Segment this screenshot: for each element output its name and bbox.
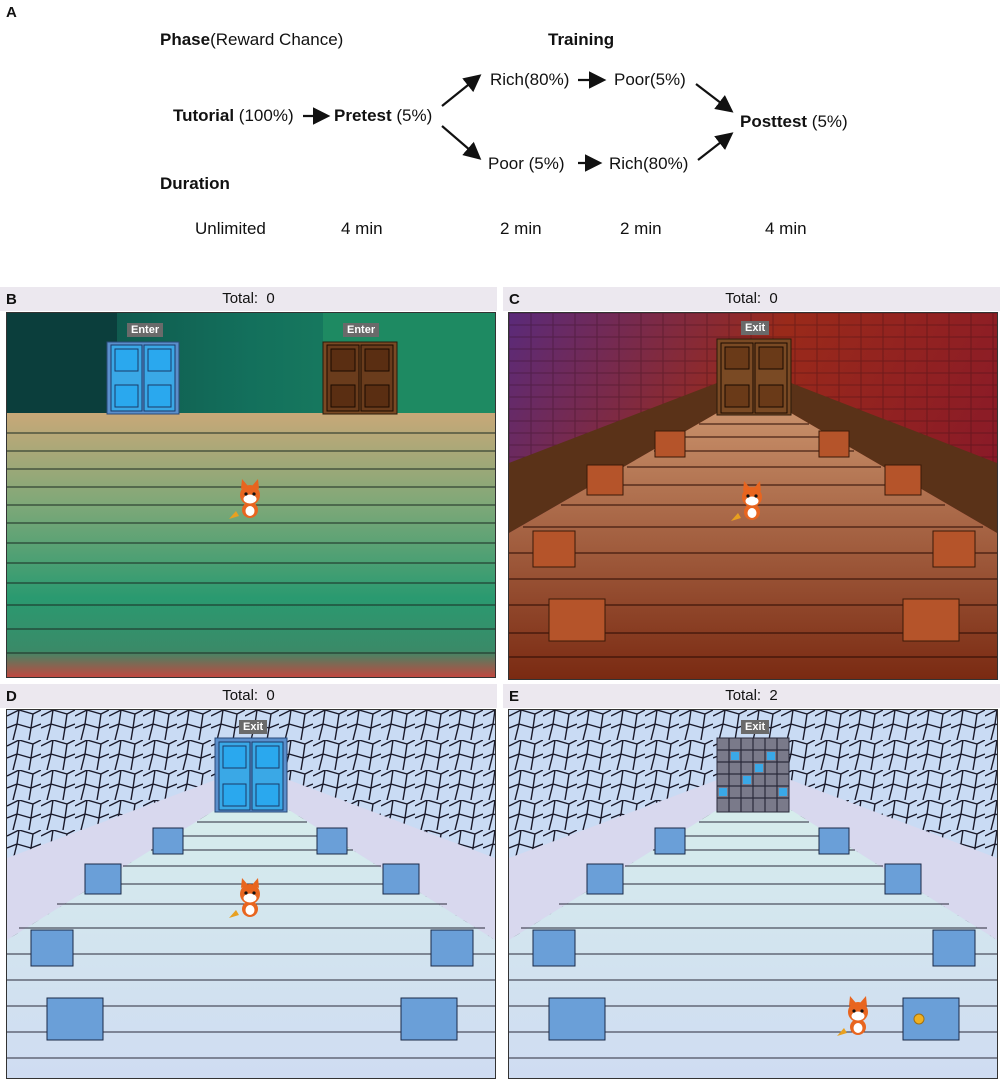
- duration-training-second: 2 min: [620, 219, 662, 238]
- chest[interactable]: [818, 430, 850, 458]
- hall-floor: [7, 413, 495, 677]
- game-screen-d[interactable]: Exit: [6, 709, 496, 1079]
- enter-sign-left: Enter: [127, 323, 164, 337]
- tutorial-name: Tutorial: [173, 106, 235, 125]
- total-label-c: Total:: [725, 290, 762, 307]
- duration-tutorial: Unlimited: [195, 219, 266, 238]
- chest[interactable]: [902, 598, 960, 642]
- score-bar-b: Total: 0: [0, 287, 497, 311]
- posttest-chance: (5%): [807, 112, 848, 131]
- fox-player[interactable]: [731, 481, 762, 521]
- chest[interactable]: [152, 827, 184, 855]
- chest[interactable]: [586, 863, 624, 895]
- game-screen-b[interactable]: Enter Enter: [6, 312, 496, 678]
- panel-letter-d: D: [6, 688, 17, 705]
- brown-exit-door: [716, 338, 792, 416]
- chest[interactable]: [84, 863, 122, 895]
- tutorial-node: Tutorial (100%): [173, 106, 294, 126]
- exit-sign-c: Exit: [741, 321, 770, 335]
- phase-heading-bold: Phase: [160, 30, 211, 49]
- total-value-c: 0: [769, 290, 778, 307]
- total-label-b: Total:: [222, 290, 259, 307]
- open-chest[interactable]: [902, 997, 960, 1041]
- upper-first-node: Rich(80%): [490, 70, 570, 89]
- score-bar-c: Total: 0: [503, 287, 1000, 311]
- chest[interactable]: [316, 827, 348, 855]
- chest[interactable]: [884, 863, 922, 895]
- fox-player[interactable]: [229, 479, 260, 519]
- side-walls: [509, 383, 997, 533]
- duration-training-first: 2 min: [500, 219, 542, 238]
- pretest-name: Pretest: [334, 106, 392, 125]
- total-value-e: 2: [769, 687, 778, 704]
- score-bar-e: Total: 2: [503, 684, 1000, 708]
- duration-pretest: 4 min: [341, 219, 383, 238]
- score-bar-d: Total: 0: [0, 684, 497, 708]
- tutorial-chance: (100%): [234, 106, 294, 125]
- arrow-pretest-lower: [441, 125, 482, 160]
- blue-door: [106, 341, 180, 415]
- grid-exit-door: [716, 737, 790, 813]
- total-label-d: Total:: [222, 687, 259, 704]
- side-walls: [7, 780, 495, 940]
- chest[interactable]: [654, 430, 686, 458]
- phase-heading-rest: (Reward Chance): [210, 30, 344, 49]
- chest[interactable]: [46, 997, 104, 1041]
- chest[interactable]: [400, 997, 458, 1041]
- tile-floor: [509, 810, 997, 1078]
- panel-letter-a: A: [6, 4, 17, 21]
- tile-floor: [7, 810, 495, 1078]
- exit-sign-d: Exit: [239, 720, 268, 734]
- chest[interactable]: [932, 929, 976, 967]
- brown-door: [322, 341, 398, 415]
- side-walls: [509, 780, 997, 940]
- duration-posttest: 4 min: [765, 219, 807, 238]
- training-heading: Training: [548, 30, 615, 49]
- pretest-node: Pretest (5%): [334, 106, 432, 126]
- arrow-upper-posttest: [695, 83, 734, 113]
- chest[interactable]: [932, 530, 976, 568]
- fox-player[interactable]: [229, 878, 260, 918]
- arrow-lower-posttest: [697, 132, 734, 161]
- chest[interactable]: [382, 863, 420, 895]
- lower-second-node: Rich(80%): [609, 154, 689, 173]
- game-screen-c[interactable]: Exit: [508, 312, 998, 680]
- fox-player[interactable]: [837, 996, 868, 1036]
- total-value-d: 0: [266, 687, 275, 704]
- pretest-chance: (5%): [391, 106, 433, 125]
- chest[interactable]: [548, 598, 606, 642]
- blue-exit-door: [214, 737, 288, 813]
- chest[interactable]: [430, 929, 474, 967]
- duration-heading: Duration: [160, 174, 230, 193]
- upper-second-node: Poor(5%): [614, 70, 686, 89]
- arrow-pretest-upper: [441, 74, 482, 107]
- posttest-name: Posttest: [740, 112, 808, 131]
- chest[interactable]: [548, 997, 606, 1041]
- wall-shadow-panel: [7, 313, 117, 413]
- enter-sign-right: Enter: [343, 323, 380, 337]
- chest[interactable]: [818, 827, 850, 855]
- posttest-node: Posttest (5%): [740, 112, 848, 132]
- flow-arrows: [303, 71, 734, 172]
- coin-icon: [913, 1013, 925, 1025]
- game-screen-e[interactable]: Exit: [508, 709, 998, 1079]
- total-label-e: Total:: [725, 687, 762, 704]
- chest[interactable]: [532, 530, 576, 568]
- chest[interactable]: [884, 464, 922, 496]
- chest[interactable]: [30, 929, 74, 967]
- chest[interactable]: [532, 929, 576, 967]
- total-value-b: 0: [266, 290, 275, 307]
- panel-letter-b: B: [6, 291, 17, 308]
- panel-letter-e: E: [509, 688, 520, 705]
- lower-first-node: Poor (5%): [488, 154, 565, 173]
- chest[interactable]: [654, 827, 686, 855]
- wood-floor: [509, 413, 997, 679]
- phase-heading: Phase(Reward Chance): [160, 30, 343, 50]
- chest[interactable]: [586, 464, 624, 496]
- exit-sign-e: Exit: [741, 720, 770, 734]
- panel-letter-c: C: [509, 291, 520, 308]
